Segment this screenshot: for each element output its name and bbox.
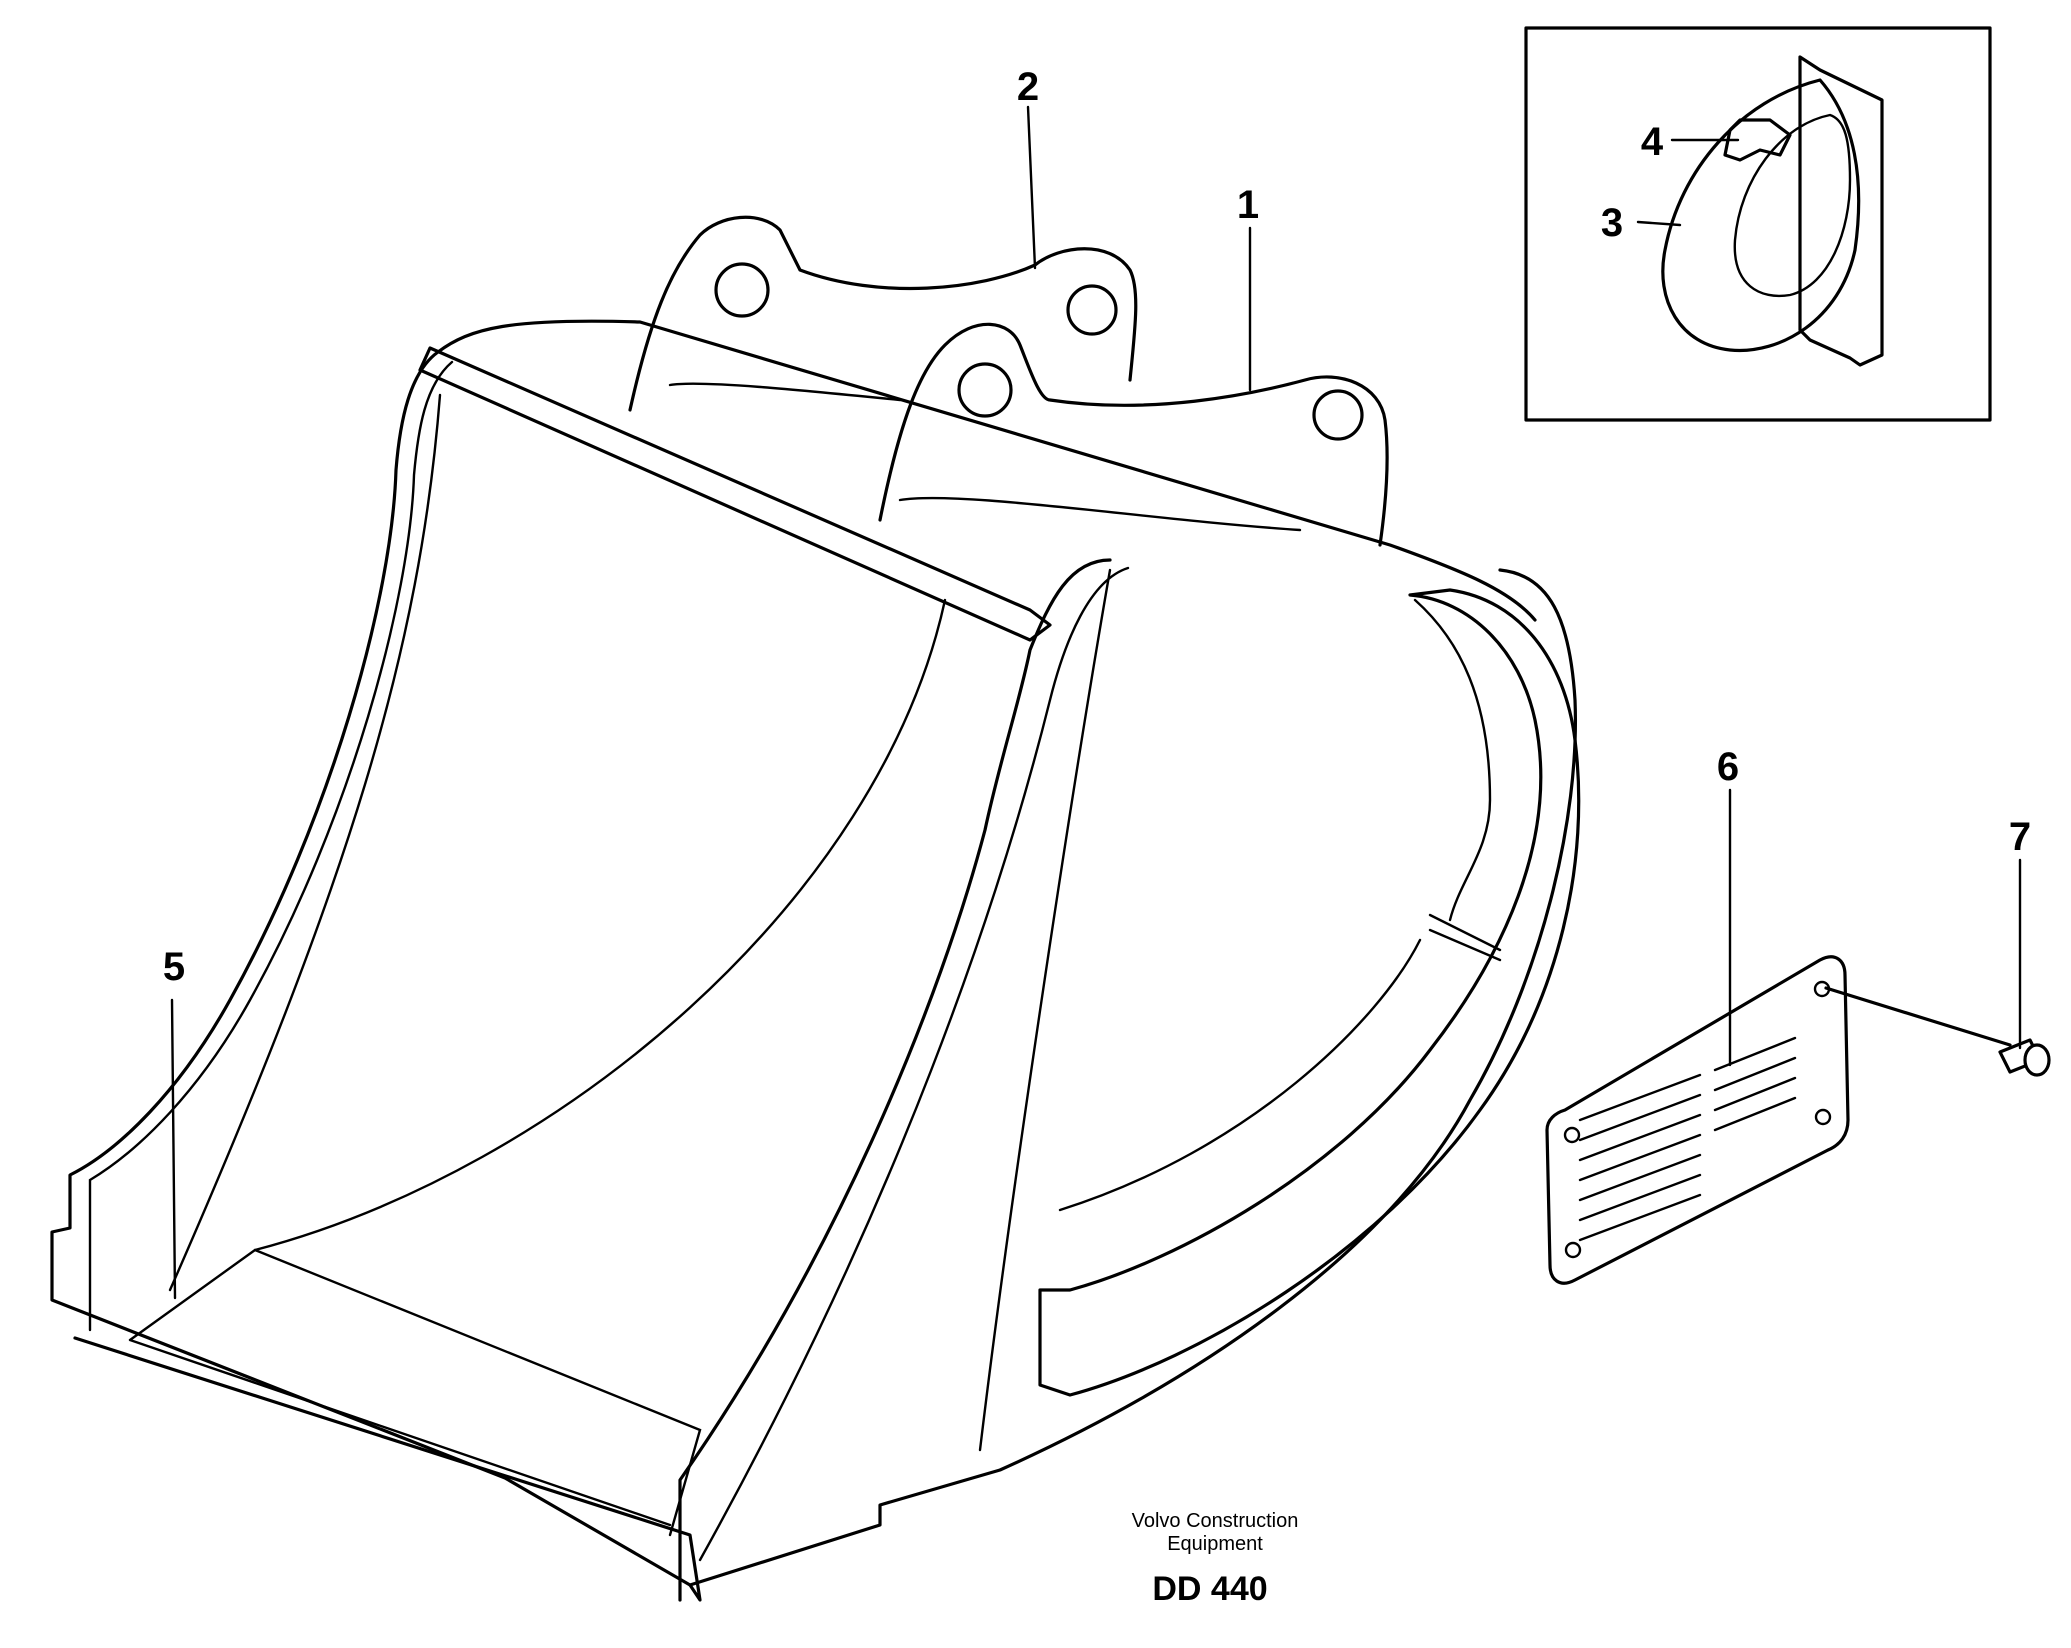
callout-6: 6: [1717, 745, 1739, 789]
bucket-floor: [73, 1336, 702, 1602]
callout-4: 4: [1641, 120, 1664, 164]
bucket-top-rail: [418, 346, 1052, 642]
callout-1: 1: [1237, 183, 1259, 227]
bucket-back-curve: [168, 393, 947, 1292]
bucket-right-side-plate: [678, 558, 1112, 1602]
bucket-rear-top: [436, 319, 1537, 622]
leader-3: [1636, 220, 1682, 227]
callout-2: 2: [1017, 65, 1039, 109]
front-ear-left-hole: [957, 362, 1013, 418]
bucket: [50, 215, 1581, 1602]
inset-ring-inner: [1733, 113, 1852, 298]
bucket-left-side-plate: [50, 350, 1578, 1587]
rivet-head: [2023, 1043, 2051, 1077]
caption: Volvo Construction Equipment DD 440: [1132, 1510, 1299, 1608]
callout-5: 5: [163, 945, 185, 989]
data-plate: [1545, 955, 1850, 1285]
plate-text-lines: [1578, 1036, 1797, 1242]
front-hinge-ear: [878, 322, 1389, 547]
inset-frame: [1524, 26, 1992, 422]
bucket-rib-inner: [1058, 598, 1502, 1212]
rear-ear-left-hole: [714, 262, 770, 318]
front-ear-right-hole: [1312, 389, 1364, 441]
bucket-left-side-inner: [88, 360, 454, 1332]
drawing-code: DD 440: [1152, 1570, 1267, 1608]
bucket-curved-rib: [1038, 588, 1581, 1397]
bucket-floor-inner: [128, 1248, 702, 1537]
caption-company-line1: Volvo Construction: [1132, 1510, 1299, 1532]
inset-box: [1524, 26, 1992, 422]
plate-hole-tl: [1563, 1126, 1581, 1144]
leader-2: [1026, 105, 1037, 270]
inset-ring-outer: [1661, 78, 1861, 353]
plate-hole-bl: [1564, 1241, 1582, 1259]
plate-hole-br: [1814, 1108, 1832, 1126]
caption-company-line2: Equipment: [1167, 1533, 1263, 1555]
ear-base-lines: [668, 382, 1302, 532]
rivet-leader: [1824, 986, 2012, 1047]
inset-clip: [1723, 118, 1792, 162]
data-plate-body: [1545, 955, 1850, 1285]
leader-5: [170, 998, 177, 1300]
callouts: 1 2 3 4 5 6 7: [163, 65, 2031, 989]
callout-3: 3: [1601, 201, 1623, 245]
bucket-right-side-inner: [698, 566, 1130, 1562]
leader-lines: [170, 105, 2022, 1300]
callout-7: 7: [2009, 815, 2031, 859]
bucket-back-line: [978, 568, 1112, 1452]
rear-hinge-ear: [628, 215, 1138, 412]
rear-ear-right-hole: [1066, 284, 1118, 336]
inset-mounting-plate: [1798, 55, 1884, 367]
rivet: [1824, 986, 2051, 1077]
